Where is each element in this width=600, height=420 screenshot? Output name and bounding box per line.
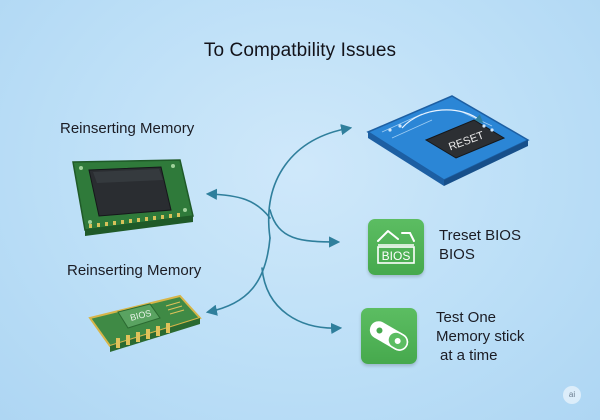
test-memory-line1: Test One — [436, 309, 497, 326]
test-memory-line2: Memory stick — [436, 328, 525, 345]
memory-stick-icon — [369, 321, 409, 351]
memory-module-bios-icon: BIOS — [88, 294, 202, 352]
arrow-to-memory-stick — [261, 267, 343, 335]
bios-icon-text: BIOS — [382, 249, 411, 263]
reset-bios-line2: BIOS — [439, 246, 475, 263]
reset-bios-line1: Treset BIOS — [439, 227, 521, 244]
arrow-to-reset-board — [268, 124, 353, 239]
arrow-to-bottom-module — [205, 237, 271, 316]
test-memory-text: Test One Memory stick at a time — [436, 308, 586, 365]
arrow-to-bios — [269, 209, 341, 248]
bios-icon-tile: BIOS — [368, 219, 424, 275]
test-memory-line3: at a time — [440, 347, 498, 364]
reset-bios-text: Treset BIOS BIOS — [439, 226, 579, 264]
bios-icon: BIOS — [377, 230, 415, 264]
reinserting-memory-label-bottom: Reinserting Memory — [67, 262, 202, 279]
arrow-to-top-module — [205, 188, 271, 219]
memory-stick-icon-tile — [361, 308, 417, 364]
memory-module-icon — [72, 159, 194, 236]
watermark-badge: ai — [563, 386, 581, 404]
reinserting-memory-label-top: Reinserting Memory — [60, 120, 195, 137]
reset-board-icon: RESET — [366, 95, 530, 186]
diagram-title: To Compatbility Issues — [203, 40, 397, 61]
